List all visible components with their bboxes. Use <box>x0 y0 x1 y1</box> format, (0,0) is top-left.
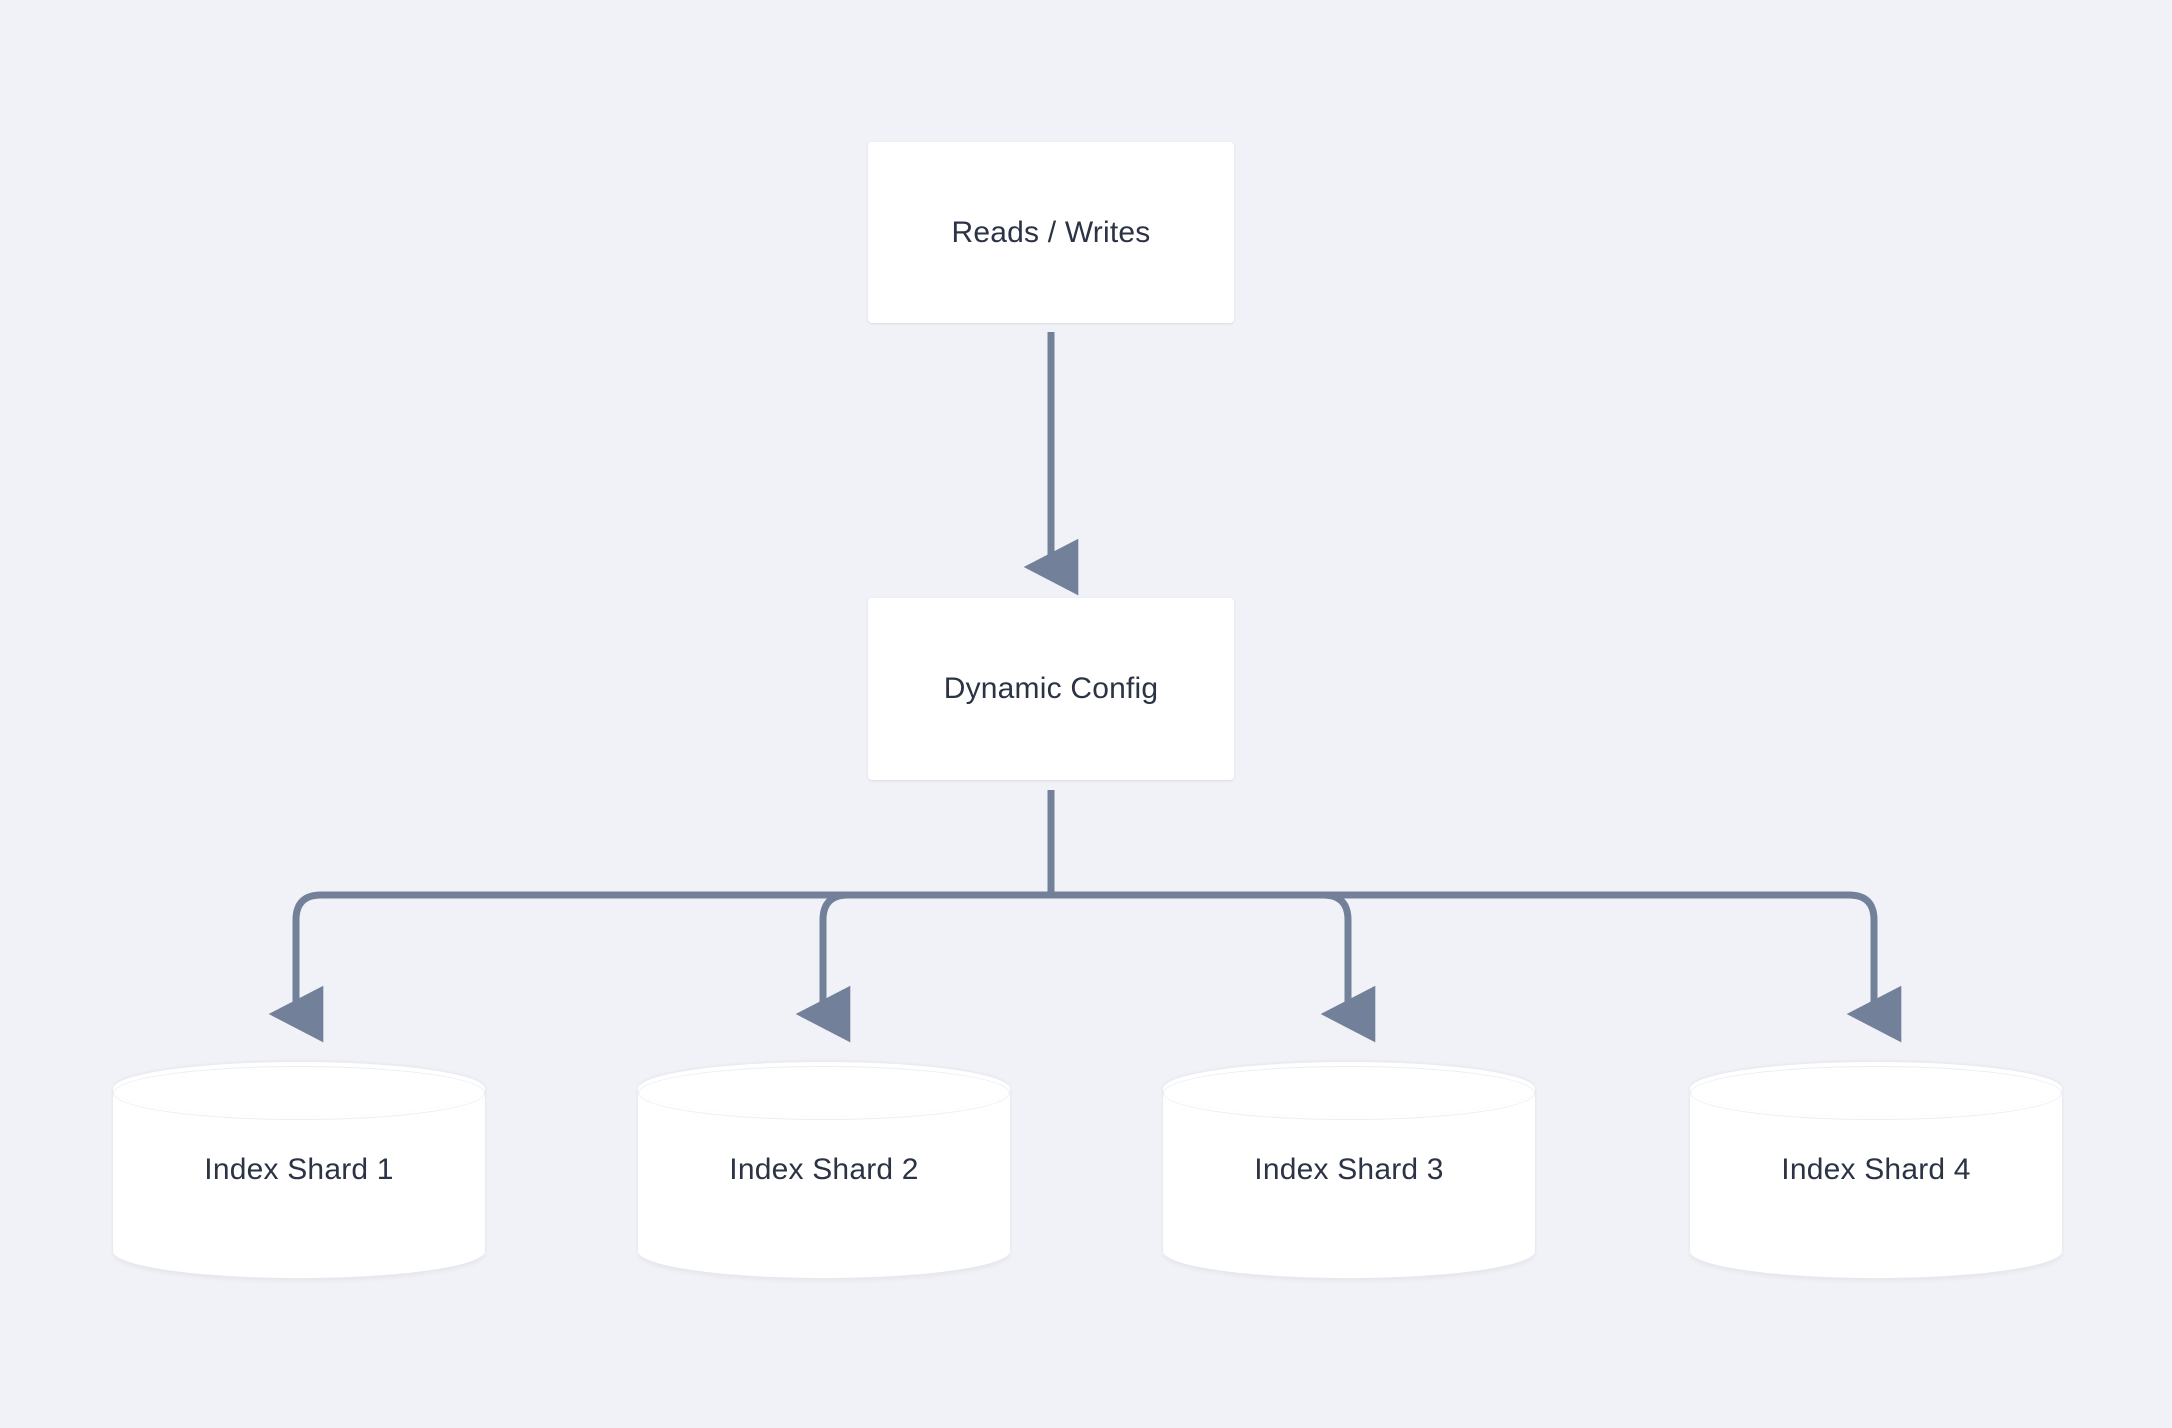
edge-dynamic-config-to-shard-3 <box>1051 891 1376 1043</box>
node-index-shard-3[interactable]: Index Shard 3 <box>1163 1062 1535 1278</box>
node-index-shard-3-label: Index Shard 3 <box>1254 1153 1444 1186</box>
edge-dynamic-config-to-shard-4 <box>1051 891 1902 1043</box>
node-reads-writes[interactable]: Reads / Writes <box>868 142 1234 323</box>
cylinder-rim <box>1163 1066 1535 1120</box>
node-index-shard-2[interactable]: Index Shard 2 <box>638 1062 1010 1278</box>
edge-dynamic-config-to-shard-1 <box>268 891 1051 1043</box>
cylinder-rim <box>1690 1066 2062 1120</box>
node-index-shard-2-label: Index Shard 2 <box>729 1153 919 1186</box>
cylinder-bottom <box>1163 1224 1535 1278</box>
cylinder-rim <box>113 1066 485 1120</box>
cylinder-bottom <box>113 1224 485 1278</box>
node-index-shard-1-label: Index Shard 1 <box>204 1153 394 1186</box>
cylinder-bottom <box>1690 1224 2062 1278</box>
node-dynamic-config-label: Dynamic Config <box>943 672 1159 705</box>
node-index-shard-4-label: Index Shard 4 <box>1781 1153 1971 1186</box>
node-index-shard-4[interactable]: Index Shard 4 <box>1690 1062 2062 1278</box>
cylinder-rim <box>638 1066 1010 1120</box>
node-index-shard-1[interactable]: Index Shard 1 <box>113 1062 485 1278</box>
cylinder-bottom <box>638 1224 1010 1278</box>
node-reads-writes-label: Reads / Writes <box>951 215 1151 249</box>
edge-dynamic-config-to-shard-2 <box>795 891 1051 1043</box>
node-dynamic-config[interactable]: Dynamic Config <box>868 598 1234 780</box>
